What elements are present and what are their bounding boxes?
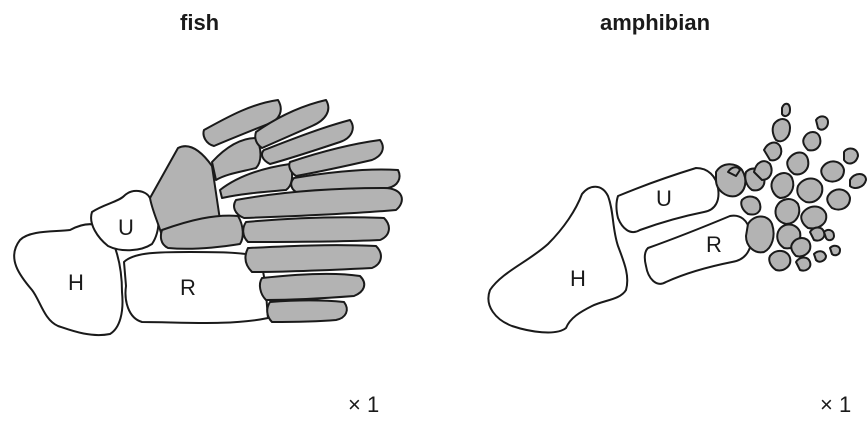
amphibian-digit2-a — [771, 173, 793, 198]
amphibian-panel: amphibian — [430, 0, 867, 422]
amphibian-digit4-b — [801, 207, 826, 229]
amphibian-digit2-b — [787, 153, 808, 175]
fish-ulna-label: U — [118, 215, 134, 240]
fish-scale: × 1 — [348, 392, 379, 418]
fish-ray-10 — [267, 301, 347, 323]
amphibian-digit1-c — [773, 119, 790, 141]
amphibian-radius — [645, 216, 751, 284]
amphibian-digit4-c — [827, 189, 850, 209]
amphibian-digit5-e — [796, 258, 810, 271]
amphibian-carpal-3 — [741, 197, 760, 215]
amphibian-digit2-d — [816, 116, 828, 129]
amphibian-digit5-d — [824, 230, 834, 240]
amphibian-digit1-d — [782, 104, 790, 116]
amphibian-digit3-c — [821, 161, 844, 181]
amphibian-digit5-g — [830, 246, 840, 255]
fish-fin-diagram: H U R — [0, 0, 420, 380]
amphibian-digit5-c — [810, 228, 824, 241]
fish-ray-9 — [260, 274, 364, 300]
amphibian-radius-label: R — [706, 232, 722, 257]
amphibian-limb-diagram: H U R — [430, 0, 867, 380]
fish-ray-7 — [243, 217, 389, 242]
amphibian-humerus-label: H — [570, 266, 586, 291]
amphibian-digit3-b — [797, 179, 822, 203]
fish-panel: fish H U R × 1 — [0, 0, 420, 422]
amphibian-humerus — [488, 187, 627, 333]
amphibian-digit5-f — [814, 251, 826, 261]
amphibian-digit3-d — [844, 149, 858, 164]
amphibian-digit5-a — [769, 251, 790, 270]
amphibian-digit4-d — [850, 174, 866, 188]
amphibian-digit5-b — [791, 238, 810, 256]
amphibian-ulna-label: U — [656, 186, 672, 211]
fish-humerus-label: H — [68, 270, 84, 295]
fish-radius-label: R — [180, 275, 196, 300]
fish-ray-8 — [245, 245, 381, 272]
amphibian-digit1-b — [764, 143, 781, 161]
amphibian-digit3-a — [775, 199, 799, 224]
amphibian-scale: × 1 — [820, 392, 851, 418]
amphibian-carpal-4 — [746, 217, 774, 253]
amphibian-digit2-c — [803, 132, 820, 150]
